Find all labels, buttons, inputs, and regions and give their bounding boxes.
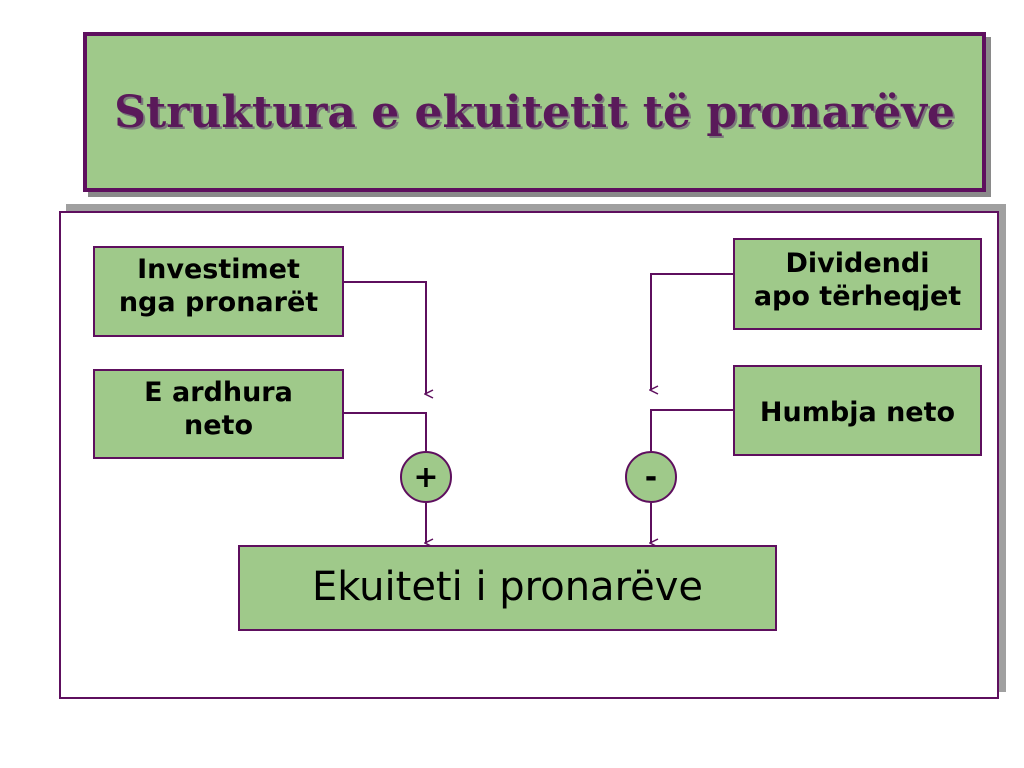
box-humbja-neto: Humbja neto (733, 365, 982, 456)
connector-ardhura (344, 412, 427, 451)
plus-operator: + (400, 451, 452, 503)
box-dividendi-line2: apo tërheqjet (753, 280, 962, 312)
diagram-title: Struktura e ekuitetit të pronarëve (114, 86, 955, 138)
box-humbja-line1: Humbja neto (759, 397, 956, 428)
box-dividendi: Dividendi apo tërheqjet (733, 238, 982, 330)
connector-dividendi (651, 273, 733, 390)
connector-investimet (344, 281, 426, 394)
box-investimet: Investimet nga pronarët (93, 246, 344, 337)
minus-operator: - (625, 451, 677, 503)
box-dividendi-line1: Dividendi (785, 248, 930, 279)
title-banner: Struktura e ekuitetit të pronarëve (83, 32, 986, 192)
box-ardhura-line1: E ardhura (144, 377, 293, 408)
box-ardhura-line2: neto (184, 409, 253, 441)
connector-humbja (650, 409, 733, 451)
box-ardhura-neto: E ardhura neto (93, 369, 344, 459)
box-investimet-line2: nga pronarët (118, 286, 319, 318)
box-investimet-line1: Investimet (137, 254, 300, 285)
box-ekuiteti: Ekuiteti i pronarëve (238, 545, 777, 631)
